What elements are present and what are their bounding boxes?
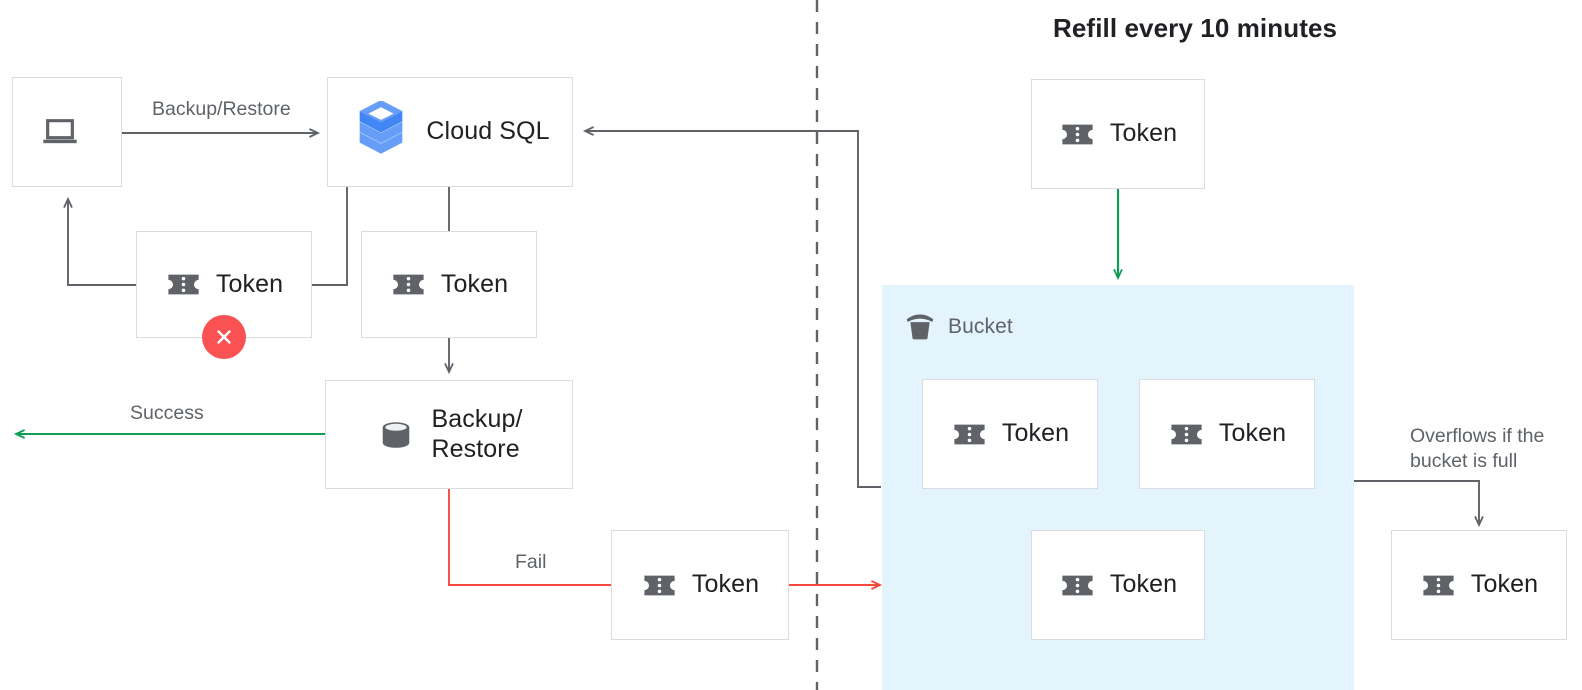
token-icon [1420, 567, 1457, 604]
node-backup-restore[interactable]: Backup/ Restore [325, 380, 573, 489]
token-icon [1059, 567, 1096, 604]
node-token-fail-return[interactable]: Token [611, 530, 789, 640]
edge-bucket-to-cloudsql [582, 126, 881, 488]
edge-label-success: Success [130, 402, 204, 424]
node-bucket-token-3[interactable]: Token [1031, 530, 1205, 640]
bucket-icon [903, 310, 937, 344]
node-backup-restore-label: Backup/ Restore [431, 405, 523, 463]
edge-label-backup-restore: Backup/Restore [152, 98, 291, 120]
fail-x-badge [202, 315, 246, 359]
node-bucket-token-1-label: Token [1001, 419, 1070, 448]
token-icon [1059, 116, 1096, 153]
node-client[interactable] [12, 77, 122, 187]
close-icon [217, 330, 231, 344]
node-token-overflow-label: Token [1470, 570, 1539, 599]
node-token-refill[interactable]: Token [1031, 79, 1205, 189]
node-bucket-token-1[interactable]: Token [922, 379, 1098, 489]
node-bucket-token-2-label: Token [1218, 419, 1287, 448]
node-token-failed-label: Token [215, 269, 284, 298]
node-bucket-token-2[interactable]: Token [1139, 379, 1315, 489]
laptop-icon [40, 112, 80, 152]
node-token-refill-label: Token [1109, 119, 1178, 148]
cloud-sql-icon [350, 101, 412, 163]
token-icon [1168, 416, 1205, 453]
token-icon [390, 266, 427, 303]
edge-overflow [1354, 480, 1484, 528]
node-cloud-sql-label: Cloud SQL [426, 117, 550, 146]
node-token-consumed[interactable]: Token [361, 231, 537, 338]
node-token-overflow[interactable]: Token [1391, 530, 1567, 640]
token-icon [641, 567, 678, 604]
edge-label-overflow: Overflows if the bucket is full [1410, 425, 1545, 472]
node-bucket-token-3-label: Token [1109, 570, 1178, 599]
bucket-header: Bucket [903, 310, 1013, 344]
token-icon [951, 416, 988, 453]
node-cloud-sql[interactable]: Cloud SQL [327, 77, 573, 187]
node-token-fail-return-label: Token [691, 570, 760, 599]
database-icon [375, 414, 417, 456]
bucket-label: Bucket [948, 315, 1013, 338]
edge-label-fail: Fail [515, 551, 547, 573]
token-icon [165, 266, 202, 303]
node-token-consumed-label: Token [440, 269, 509, 298]
diagram-title: Refill every 10 minutes [1053, 13, 1338, 43]
